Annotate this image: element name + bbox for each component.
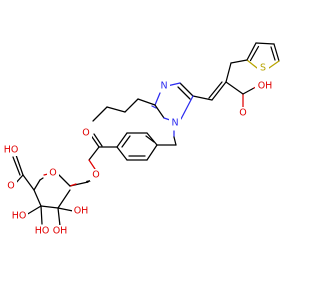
structure-diagram: S N N OH O O O O HO O OH OH HO HO bbox=[2, 42, 280, 237]
molecule-canvas: S N N OH O O O O HO O OH OH HO HO bbox=[2, 42, 280, 237]
imidazole-nitrogen-ring: N bbox=[171, 118, 178, 129]
sulfur-atom: S bbox=[260, 63, 266, 74]
hydroxyl-c3: OH bbox=[53, 226, 68, 237]
vinyl-acid-chain bbox=[192, 59, 261, 109]
sugar-acid-hydroxyl: HO bbox=[4, 145, 19, 156]
hydroxyl-c2: OH bbox=[74, 206, 89, 217]
sugar-acid-carbonyl-oxygen: O bbox=[7, 181, 14, 192]
hydroxyl-c4: HO bbox=[35, 226, 50, 237]
benzyl-group bbox=[116, 130, 177, 161]
sugar-ring-oxygen: O bbox=[49, 168, 56, 179]
glucuronide-ring bbox=[12, 154, 95, 227]
imidazole-nitrogen-top: N bbox=[160, 81, 167, 92]
ester-carbonyl-oxygen: O bbox=[82, 128, 89, 139]
butyl-chain bbox=[92, 98, 156, 122]
ester-linkage bbox=[88, 133, 118, 170]
atom-labels: S N N OH O O O O HO O OH OH HO HO bbox=[2, 62, 273, 237]
acid-carbonyl-oxygen: O bbox=[239, 108, 246, 119]
ester-link-oxygen: O bbox=[92, 170, 99, 181]
hydroxyl-c5: HO bbox=[12, 211, 27, 222]
acid-hydroxyl: OH bbox=[258, 81, 273, 92]
thiophene-ring bbox=[246, 42, 280, 69]
